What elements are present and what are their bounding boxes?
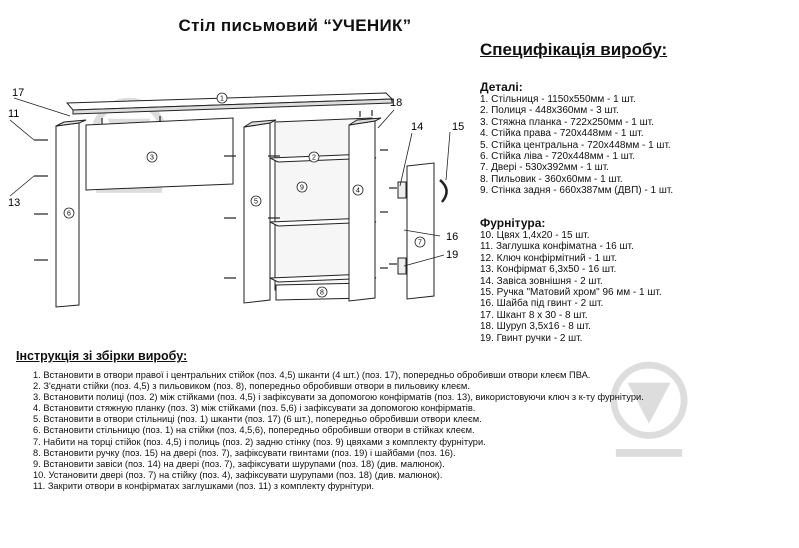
instruction-step: 2. З'єднати стійки (поз. 4,5) з пильовик…: [33, 381, 470, 392]
instruction-step: 11. Закрити отвори в конфірматах заглушк…: [33, 480, 375, 491]
list-item: 4. Стійка права - 720х448мм - 1 шт.: [480, 128, 644, 140]
callout-13: 13: [8, 197, 20, 209]
list-item: 18. Шуруп 3,5х16 - 8 шт.: [480, 321, 591, 333]
part-center-stand: [243, 122, 271, 304]
callout-18: 18: [390, 97, 402, 109]
part-stretcher: [85, 117, 234, 191]
part-marker-3: 3: [150, 155, 154, 162]
assembly-drawing: 17 11 13 18 14 15 16 19 1 2 3 4 5 6 7 8 …: [8, 87, 464, 308]
document-title: Стіл письмовий “УЧЕНИК”: [178, 16, 412, 35]
part-marker-5: 5: [254, 199, 258, 206]
instruction-step: 10. Установити двері (поз. 7) на стійку …: [33, 469, 443, 480]
list-item: 14. Завіса зовнішня - 2 шт.: [480, 275, 603, 287]
specification-title: Специфікація виробу:: [480, 40, 668, 59]
instruction-step: 8. Встановити ручку (поз. 15) на двері (…: [33, 447, 456, 458]
list-item: 13. Конфірмат 6,3х50 - 16 шт.: [480, 264, 617, 276]
list-item: 10. Цвях 1,4х20 - 15 шт.: [480, 230, 590, 241]
list-item: 2. Полиця - 448х360мм - 3 шт.: [480, 105, 619, 117]
part-marker-9: 9: [300, 185, 304, 192]
callout-14: 14: [411, 121, 423, 133]
watermark-logo-icon: [610, 361, 688, 457]
list-item: 17. Шкант 8 х 30 - 8 шт.: [480, 309, 588, 321]
list-item: 19. Гвинт ручки - 2 шт.: [480, 332, 583, 344]
hardware-list: 10. Цвях 1,4х20 - 15 шт. 11. Заглушка ко…: [480, 230, 662, 344]
list-item: 9. Стінка задня - 660х387мм (ДВП) - 1 шт…: [480, 185, 674, 197]
hardware-heading: Фурнітура:: [480, 216, 546, 230]
instruction-step: 5. Встановити в отвори стільниці (поз. 1…: [33, 414, 482, 425]
callout-19: 19: [446, 249, 458, 261]
callout-11: 11: [8, 108, 19, 120]
list-item: 6. Стійка ліва - 720х448мм - 1 шт.: [480, 151, 635, 163]
instructions-list: 1. Встановити в отвори правої і централь…: [33, 370, 644, 492]
list-item: 8. Пильовик - 360х60мм - 1 шт.: [480, 173, 623, 185]
parts-heading: Деталі:: [480, 80, 523, 94]
handle-icon: [439, 179, 448, 203]
callout-15: 15: [452, 121, 464, 133]
list-item: 12. Ключ конфірмітний - 1 шт.: [480, 252, 618, 264]
callout-17: 17: [12, 87, 24, 99]
list-item: 15. Ручка "Матовий хром" 96 мм - 1 шт.: [480, 287, 662, 299]
part-marker-4: 4: [356, 188, 360, 195]
instruction-step: 4. Встановити стяжную планку (поз. 3) мі…: [33, 403, 476, 414]
list-item: 11. Заглушка конфіматна - 16 шт.: [480, 241, 634, 253]
instruction-step: 7. Набити на торці стійок (поз. 4,5) і п…: [33, 436, 486, 447]
part-marker-8: 8: [320, 290, 324, 297]
part-marker-7: 7: [418, 240, 422, 247]
part-marker-6: 6: [67, 211, 71, 218]
part-marker-2: 2: [312, 155, 316, 162]
list-item: 1. Стільниця - 1150х550мм - 1 шт.: [480, 94, 636, 105]
list-item: 3. Стяжна планка - 722х250мм - 1 шт.: [480, 116, 654, 128]
list-item: 7. Двері - 530х392мм - 1 шт.: [480, 162, 609, 174]
hinge-icon: [397, 181, 407, 199]
instruction-step: 1. Встановити в отвори правої і централь…: [33, 370, 591, 380]
parts-list: 1. Стільниця - 1150х550мм - 1 шт. 2. Пол…: [480, 94, 673, 197]
part-door: [406, 162, 435, 300]
list-item: 5. Стійка центральна - 720х448мм - 1 шт.: [480, 139, 671, 151]
callout-16: 16: [446, 231, 458, 243]
part-right-stand: [348, 120, 376, 302]
list-item: 16. Шайба під гвинт - 2 шт.: [480, 298, 604, 310]
part-marker-1: 1: [220, 96, 224, 103]
instructions-heading: Інструкція зі збірки виробу:: [16, 349, 188, 363]
instruction-step: 9. Встановити завіси (поз. 14) на двері …: [33, 458, 445, 469]
instruction-step: 6. Встановити стільницю (поз. 1) на стій…: [33, 425, 475, 436]
instruction-step: 3. Встановити полиці (поз. 2) між стійка…: [33, 392, 644, 403]
